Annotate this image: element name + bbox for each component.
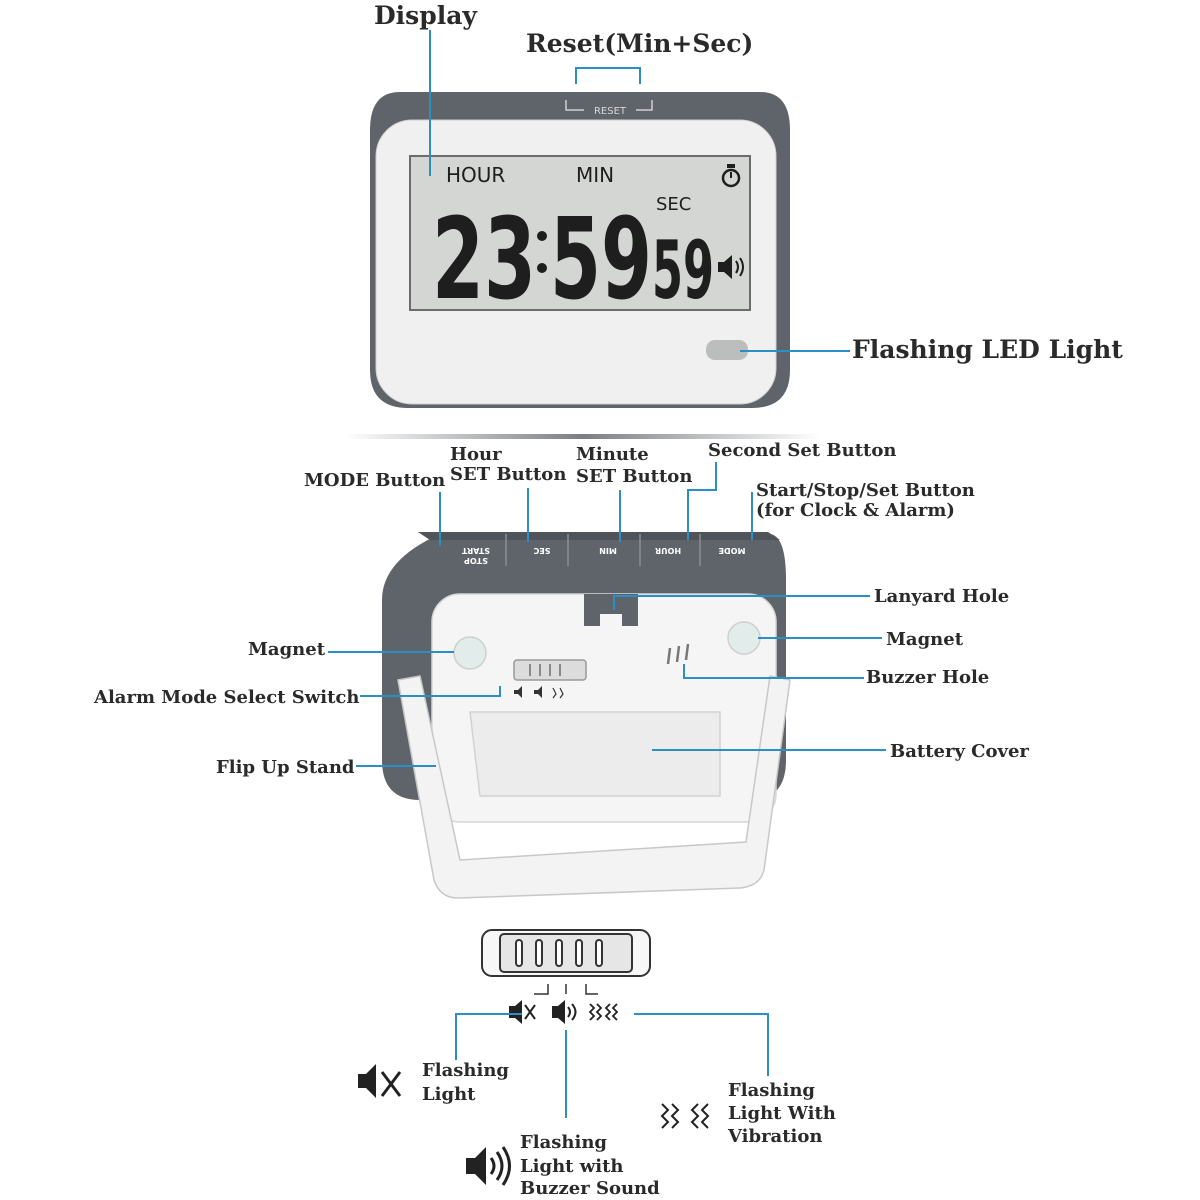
- speaker-sound-icon: [466, 1146, 511, 1186]
- mode-vibration-line-2: Light With: [728, 1103, 836, 1124]
- switch-mode-icons-small: [514, 686, 564, 699]
- label-start-stop-2: (for Clock & Alarm): [756, 500, 955, 521]
- timer-back-view: START STOP SEC MIN HOUR MODE: [382, 532, 791, 899]
- hour-button[interactable]: HOUR: [655, 546, 681, 555]
- min-button[interactable]: MIN: [599, 546, 617, 555]
- label-buzzer-hole: Buzzer Hole: [866, 667, 989, 688]
- label-battery-cover: Battery Cover: [890, 741, 1029, 762]
- shelf-shadow: [345, 434, 820, 439]
- volume-icon: [718, 255, 744, 279]
- lcd-screen: [409, 155, 751, 311]
- mute-speaker-icon: [358, 1064, 402, 1098]
- mode-vibration-line-1: Flashing: [728, 1080, 815, 1101]
- label-lanyard-hole: Lanyard Hole: [874, 586, 1009, 607]
- label-flip-up-stand: Flip Up Stand: [216, 757, 355, 778]
- mode-buzzer-line-2: Light with: [520, 1156, 623, 1177]
- lcd-minutes-digits: 59: [550, 195, 652, 325]
- alarm-mode-switch[interactable]: [513, 659, 587, 681]
- start-stop-button-label-2: STOP: [464, 556, 488, 565]
- vibration-icon: [588, 1003, 619, 1021]
- stopwatch-icon: [721, 164, 741, 188]
- start-stop-button[interactable]: START STOP: [461, 546, 490, 565]
- top-buttons: START STOP SEC MIN HOUR MODE: [461, 534, 745, 566]
- label-alarm-switch: Alarm Mode Select Switch: [93, 687, 359, 708]
- lcd-min-label: MIN: [576, 163, 614, 187]
- mode-vibration-line-3: Vibration: [727, 1126, 822, 1147]
- magnet-right: [727, 621, 761, 655]
- lanyard-hole: [584, 594, 638, 626]
- label-minute-set-1: Minute: [576, 444, 649, 465]
- timer-front-view: RESET HOUR MIN SEC 23 59 59: [370, 92, 790, 408]
- label-start-stop-1: Start/Stop/Set Button: [756, 480, 975, 501]
- magnet-left: [453, 636, 487, 670]
- reset-mark: RESET: [594, 106, 627, 117]
- sec-button[interactable]: SEC: [533, 546, 550, 555]
- lcd-seconds-digits: 59: [652, 224, 714, 317]
- leader-lines: [328, 30, 886, 1118]
- vibration-icon: [660, 1103, 710, 1129]
- lcd-colon-top: [537, 231, 547, 241]
- label-minute-set-2: SET Button: [576, 466, 692, 487]
- flashing-led: [706, 340, 748, 360]
- start-stop-button-label-1: START: [461, 546, 490, 555]
- label-magnet-left: Magnet: [248, 639, 326, 660]
- label-flashing-led: Flashing LED Light: [852, 335, 1123, 364]
- mute-speaker-icon: [509, 1000, 536, 1024]
- mode-light-line-2: Light: [422, 1084, 476, 1105]
- label-mode-button: MODE Button: [304, 470, 445, 491]
- buzzer-hole: [666, 643, 690, 665]
- battery-cover: [469, 711, 721, 797]
- lcd-hour-label: HOUR: [446, 163, 505, 187]
- mode-buzzer-line-1: Flashing: [520, 1132, 607, 1153]
- lcd-hours-digits: 23: [432, 195, 536, 325]
- lcd-sec-label: SEC: [656, 194, 691, 215]
- speaker-sound-icon: [552, 1000, 577, 1024]
- label-second-set: Second Set Button: [708, 440, 896, 461]
- mode-button[interactable]: MODE: [719, 546, 746, 555]
- label-display: Display: [374, 1, 478, 30]
- mode-buzzer-line-3: Buzzer Sound: [520, 1178, 660, 1199]
- mode-light-line-1: Flashing: [422, 1060, 509, 1081]
- label-magnet-right: Magnet: [886, 629, 964, 650]
- label-hour-set-2: SET Button: [450, 464, 566, 485]
- label-reset: Reset(Min+Sec): [526, 29, 753, 58]
- lcd-colon-bottom: [537, 263, 547, 273]
- switch-closeup: [481, 929, 651, 1024]
- label-hour-set-1: Hour: [450, 444, 502, 465]
